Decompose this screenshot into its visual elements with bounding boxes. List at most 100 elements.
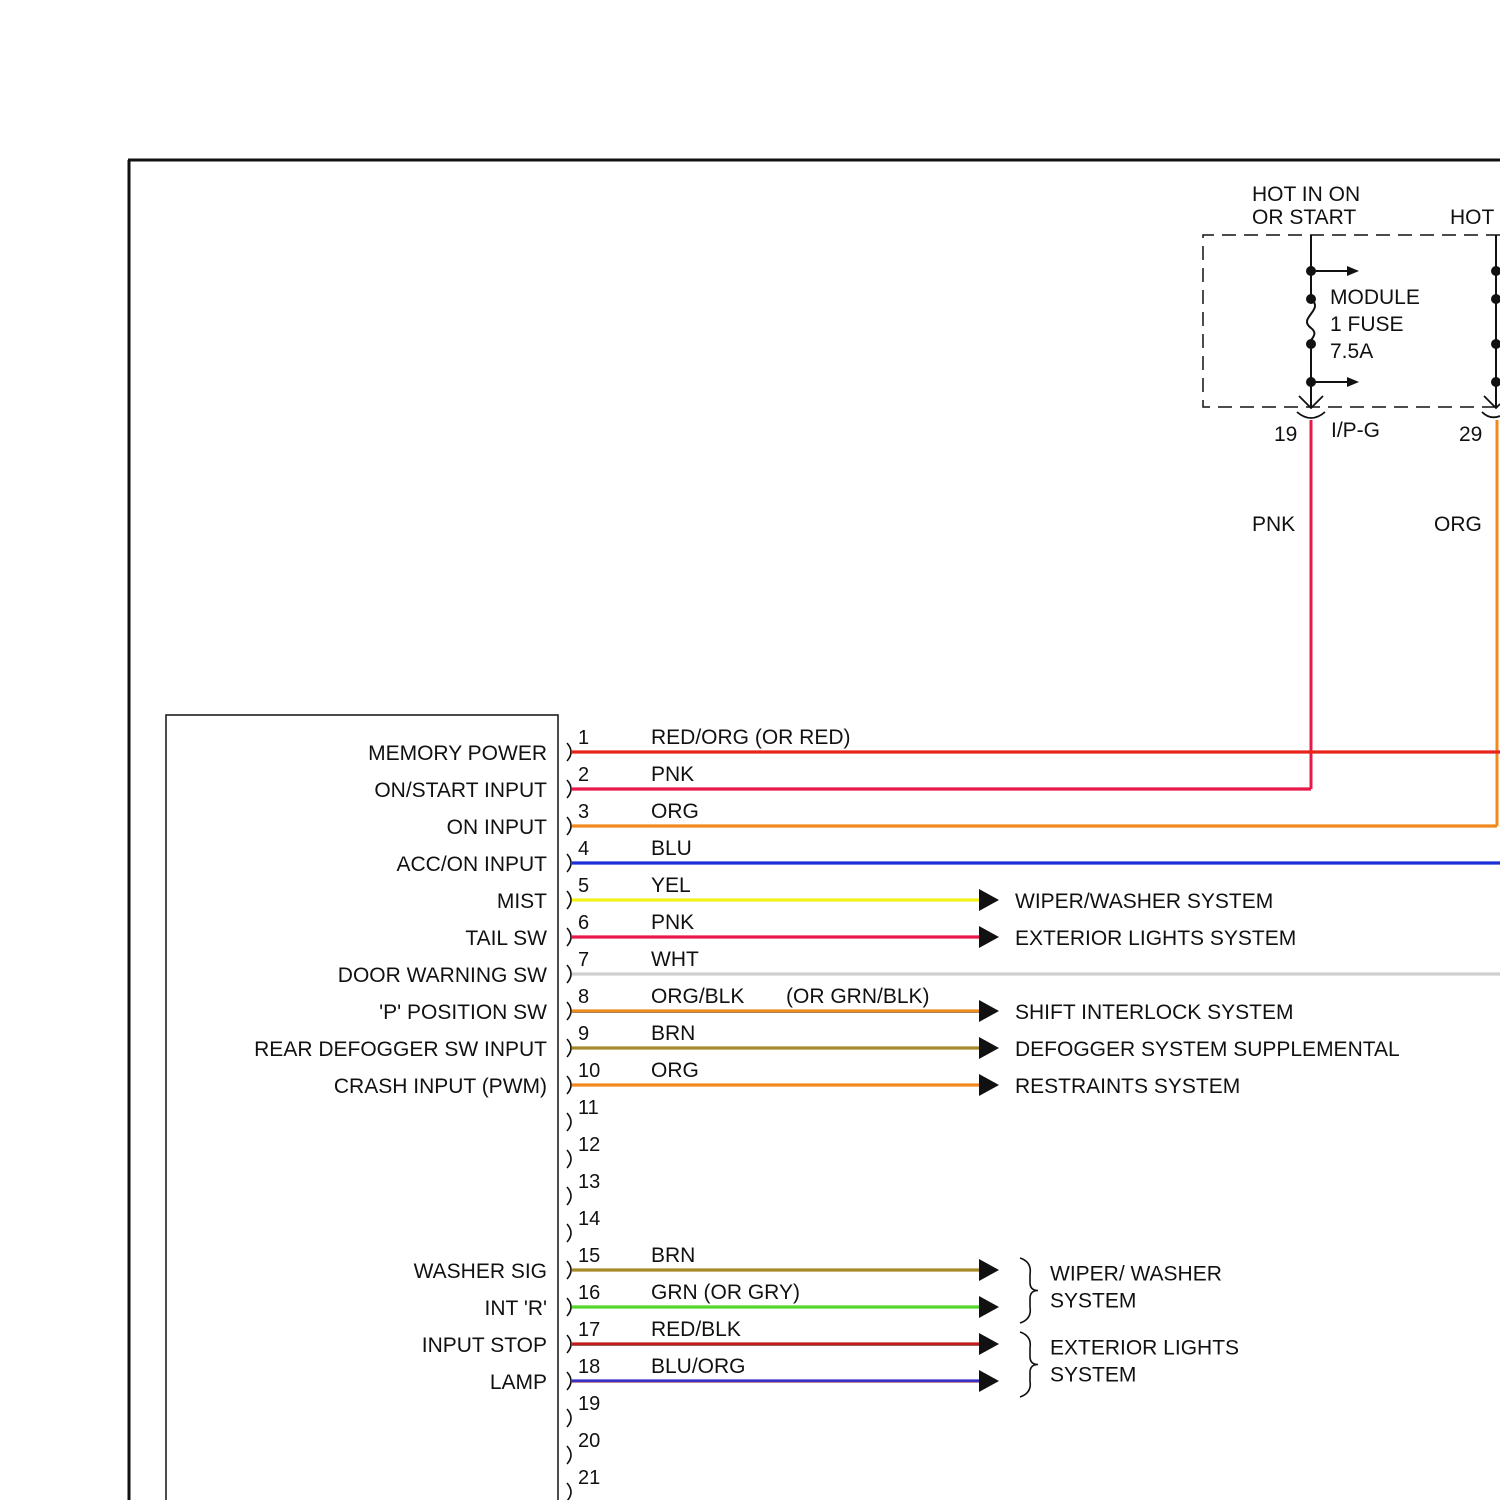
arrow-icon (979, 1333, 999, 1355)
pin-number: 15 (578, 1245, 600, 1267)
wire-color-code: GRN (OR GRY) (651, 1281, 800, 1304)
arrow-icon (979, 1259, 999, 1281)
arrow-icon (979, 1074, 999, 1096)
destination-label: RESTRAINTS SYSTEM (1015, 1075, 1240, 1098)
fuse-terminal-dot (1491, 339, 1500, 349)
grouped-destinations: WIPER/ WASHERSYSTEMEXTERIOR LIGHTSSYSTEM (1020, 1258, 1239, 1397)
pin-signal-label: INPUT STOP (422, 1334, 547, 1357)
arrow-icon (1347, 266, 1359, 276)
group-destination-label: WIPER/ WASHER (1050, 1263, 1222, 1286)
pin-number: 12 (578, 1134, 600, 1156)
wire-color-code: RED/BLK (651, 1318, 741, 1341)
fuse-label-line1: MODULE (1330, 286, 1420, 309)
connector-socket-icon (1482, 412, 1500, 417)
connector-cavity-icon (567, 1039, 571, 1057)
connector-cavity-icon (567, 854, 571, 872)
connector-pin-icon (1484, 396, 1500, 408)
pin-signal-label: LAMP (490, 1371, 547, 1394)
pin-number: 5 (578, 875, 589, 897)
wire-color-code: ORG (651, 800, 699, 823)
pin-signal-label: 'P' POSITION SW (379, 1001, 547, 1024)
feed-wire-left-color: PNK (1252, 513, 1295, 536)
pin-signal-label: INT 'R' (485, 1297, 547, 1320)
junction-dot (1491, 266, 1500, 276)
pin-number: 6 (578, 912, 589, 934)
pin-signal-label: ON INPUT (447, 816, 548, 839)
connector-cavity-icon (567, 1187, 571, 1205)
arrow-icon (979, 926, 999, 948)
connector-cavity-icon (567, 1446, 571, 1464)
supply-right-label: HOT (1450, 206, 1495, 229)
connector-cavity-icon (567, 1076, 571, 1094)
fuse-label-line3: 7.5A (1330, 340, 1373, 363)
connector-cavity-icon (567, 965, 571, 983)
wire-color-code: YEL (651, 874, 691, 897)
pin-signal-label: CRASH INPUT (PWM) (334, 1075, 547, 1098)
wire-color-code: PNK (651, 763, 694, 786)
connector-cavity-icon (567, 1150, 571, 1168)
wire-color-code: BRN (651, 1244, 695, 1267)
connector-pin-left: 19 (1274, 423, 1297, 446)
fuse-icon (1307, 299, 1315, 343)
pin-number: 13 (578, 1171, 600, 1193)
pin-number: 4 (578, 838, 589, 860)
pin-number: 14 (578, 1208, 600, 1230)
pin-number: 7 (578, 949, 589, 971)
arrow-icon (979, 1370, 999, 1392)
fuse-right (1482, 235, 1500, 417)
connector-cavity-icon (567, 780, 571, 798)
destination-label: SHIFT INTERLOCK SYSTEM (1015, 1001, 1294, 1024)
fuse-label-line2: 1 FUSE (1330, 313, 1404, 336)
connector-cavity-icon (567, 1224, 571, 1242)
pin-number: 20 (578, 1430, 600, 1452)
wire-color-code: ORG/BLK (651, 985, 744, 1008)
connector-cavity-icon (567, 817, 571, 835)
pin-number: 10 (578, 1060, 600, 1082)
pin-number: 18 (578, 1356, 600, 1378)
pin-number: 11 (578, 1097, 599, 1119)
pin-number: 21 (578, 1467, 600, 1489)
pin-number: 1 (578, 727, 589, 749)
fuse-terminal-dot (1491, 294, 1500, 304)
connector-cavity-icon (567, 928, 571, 946)
connector-cavity-icon (567, 1298, 571, 1316)
group-destination-label: EXTERIOR LIGHTS (1050, 1337, 1239, 1360)
connector-socket-icon (1297, 412, 1325, 418)
pin-signal-label: WASHER SIG (414, 1260, 547, 1283)
connector-cavity-icon (567, 891, 571, 909)
wire-color-code: BRN (651, 1022, 695, 1045)
connector-cavity-icon (567, 1113, 571, 1131)
group-destination-label: SYSTEM (1050, 1290, 1136, 1313)
pin-number: 19 (578, 1393, 600, 1415)
destination-label: DEFOGGER SYSTEM SUPPLEMENTAL (1015, 1038, 1400, 1061)
feed-wire-right-color: ORG (1434, 513, 1482, 536)
connector-name: I/P-G (1331, 419, 1380, 442)
supply-left-line2: OR START (1252, 206, 1356, 229)
pin-number: 9 (578, 1023, 589, 1045)
connector-pin-right: 29 (1459, 423, 1482, 446)
connector-cavity-icon (567, 1261, 571, 1279)
arrow-icon (1347, 377, 1359, 387)
supply-left-line1: HOT IN ON (1252, 183, 1360, 206)
connector-cavity-icon (567, 1409, 571, 1427)
arrow-icon (979, 889, 999, 911)
arrow-icon (979, 1037, 999, 1059)
connector-cavity-icon (567, 1483, 571, 1500)
connector-cavity-icon (567, 1002, 571, 1020)
pin-number: 17 (578, 1319, 600, 1341)
connector-cavity-icon (567, 743, 571, 761)
pin-signal-label: MEMORY POWER (368, 742, 547, 765)
wire-color-code: BLU/ORG (651, 1355, 746, 1378)
connector-cavity-icon (567, 1372, 571, 1390)
destination-label: WIPER/WASHER SYSTEM (1015, 890, 1273, 913)
connector-cavity-icon (567, 1335, 571, 1353)
wire-color-code: RED/ORG (OR RED) (651, 726, 851, 749)
brace-icon (1020, 1258, 1038, 1323)
pin-number: 8 (578, 986, 589, 1008)
wire-color-code: BLU (651, 837, 692, 860)
wire-color-code: ORG (651, 1059, 699, 1082)
arrow-icon (979, 1000, 999, 1022)
